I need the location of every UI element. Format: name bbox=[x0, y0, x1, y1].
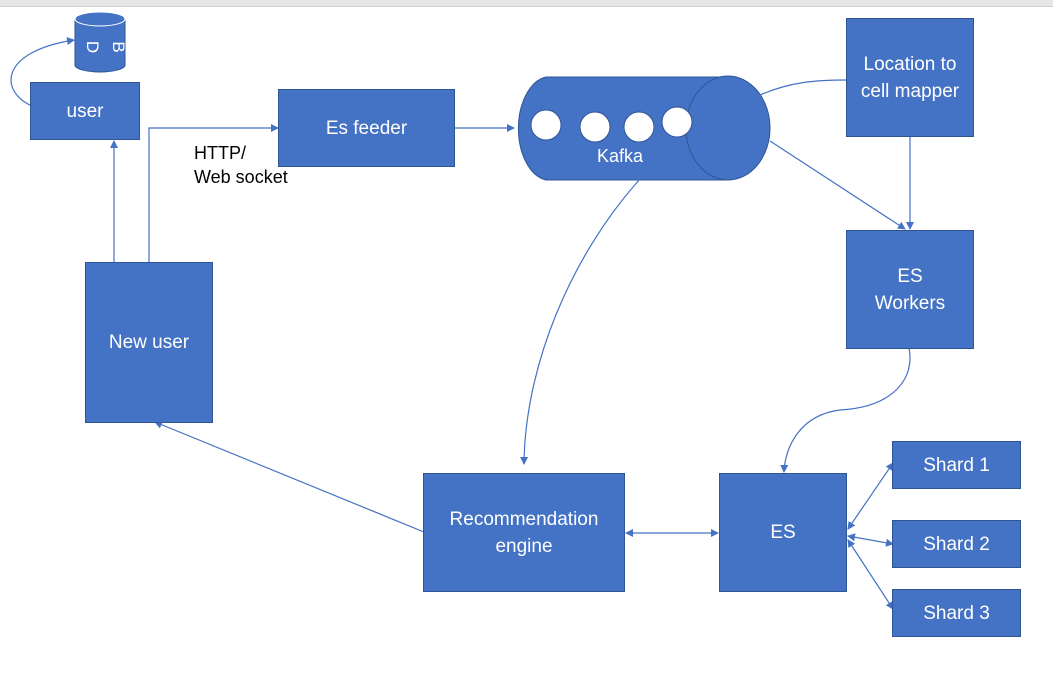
node-es-feeder[interactable]: Es feeder bbox=[278, 89, 455, 167]
node-shard-2-label: Shard 2 bbox=[923, 533, 990, 555]
edge-workers-es bbox=[780, 347, 911, 473]
kafka-queue-shape bbox=[517, 75, 771, 181]
connectors-layer: D B Kafka bbox=[10, 11, 914, 610]
node-shard-1-label: Shard 1 bbox=[923, 454, 990, 476]
kafka-label: Kafka bbox=[597, 146, 644, 166]
node-es-feeder-label: Es feeder bbox=[325, 117, 408, 139]
node-user[interactable]: user bbox=[30, 82, 140, 140]
edge-kafka-recommendation bbox=[520, 178, 641, 465]
edge-label-http-websocket: HTTP/ Web socket bbox=[194, 143, 288, 187]
node-new-user-label: New user bbox=[108, 332, 190, 353]
kafka-message-4 bbox=[661, 106, 693, 138]
node-recommendation-engine[interactable]: Recommendation engine bbox=[423, 473, 625, 592]
edge-es-shard2 bbox=[847, 533, 894, 547]
node-es-workers[interactable]: ES Workers bbox=[846, 230, 974, 349]
edge-es-shard3 bbox=[847, 539, 894, 610]
db-cylinder-icon bbox=[74, 11, 126, 73]
diagram-canvas: D B Kafka user Es feeder Location to cel… bbox=[0, 7, 1053, 677]
edge-kafka-mapper bbox=[759, 79, 848, 96]
kafka-message-3 bbox=[623, 111, 655, 143]
edge-recommendation-newuser bbox=[154, 420, 425, 533]
kafka-message-2 bbox=[579, 111, 611, 143]
node-user-label: user bbox=[66, 100, 104, 122]
node-location-mapper-label: Location to cell mapper bbox=[860, 53, 960, 102]
node-es[interactable]: ES bbox=[719, 473, 847, 592]
edge-user-db-loop bbox=[10, 37, 75, 107]
node-shard-3-label: Shard 3 bbox=[923, 602, 990, 624]
node-shard-2[interactable]: Shard 2 bbox=[892, 520, 1021, 568]
db-letter-b: B bbox=[109, 41, 128, 52]
db-letter-d: D bbox=[83, 41, 102, 53]
kafka-message-1 bbox=[530, 109, 562, 141]
edge-newuser-esfeeder bbox=[148, 124, 279, 262]
node-shard-1[interactable]: Shard 1 bbox=[892, 441, 1021, 489]
node-new-user[interactable]: New user bbox=[85, 262, 213, 423]
edge-kafka-workers bbox=[769, 140, 906, 230]
edge-es-shard1 bbox=[847, 462, 894, 530]
window-top-strip bbox=[0, 0, 1053, 7]
node-es-label: ES bbox=[770, 522, 796, 543]
node-recommendation-label: Recommendation engine bbox=[449, 508, 599, 557]
node-location-mapper[interactable]: Location to cell mapper bbox=[846, 18, 974, 137]
node-shard-3[interactable]: Shard 3 bbox=[892, 589, 1021, 637]
node-es-workers-label: ES Workers bbox=[874, 265, 946, 314]
